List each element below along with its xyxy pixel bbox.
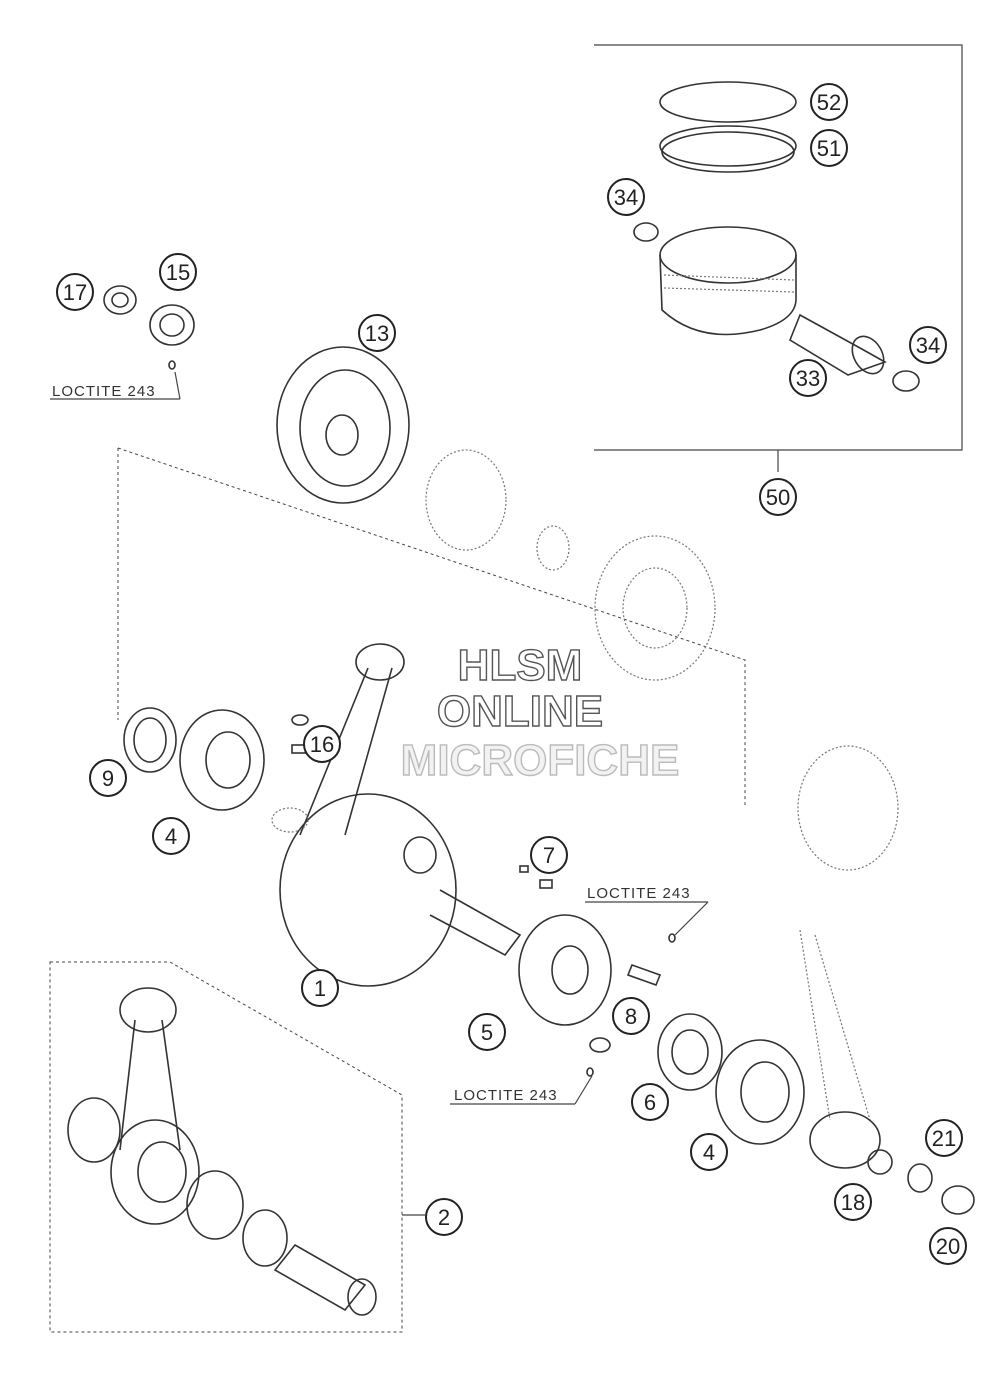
svg-text:21: 21 (932, 1126, 956, 1151)
svg-text:1: 1 (314, 976, 326, 1001)
svg-text:4: 4 (165, 824, 177, 849)
main-bearing-left (179, 709, 265, 811)
balancer-gear (276, 346, 716, 681)
shaft-seal (123, 707, 177, 773)
piston (659, 226, 797, 336)
thread-locker-drop (586, 1067, 594, 1077)
thread-locker-drop (168, 360, 176, 370)
main-bearing-right (715, 1039, 805, 1145)
svg-text:34: 34 (916, 333, 940, 358)
svg-text:16: 16 (310, 732, 334, 757)
svg-text:52: 52 (817, 90, 841, 115)
svg-text:9: 9 (102, 766, 114, 791)
watermark-line-1: HLSM (458, 641, 583, 690)
callout-18: 18 (834, 1183, 872, 1221)
svg-text:17: 17 (63, 280, 87, 305)
circlip (892, 370, 920, 392)
svg-text:33: 33 (796, 366, 820, 391)
svg-text:8: 8 (625, 1004, 637, 1029)
svg-text:34: 34 (614, 185, 638, 210)
piston-pin (789, 313, 887, 376)
svg-text:51: 51 (817, 136, 841, 161)
woodruff-key (539, 879, 553, 889)
washer-small (589, 1037, 611, 1053)
callout-6: 6 (631, 1083, 669, 1121)
washer (657, 1013, 723, 1091)
piston-kit-frame (594, 44, 963, 451)
loctite-note-right: LOCTITE 243 (587, 885, 691, 902)
svg-text:15: 15 (166, 260, 190, 285)
primary-gear (518, 914, 612, 1026)
circlip (633, 222, 659, 242)
callout-21: 21 (925, 1119, 963, 1157)
callout-15: 15 (159, 253, 197, 291)
loctite-note-bottom: LOCTITE 243 (454, 1087, 558, 1104)
callout-34-right: 34 (909, 326, 947, 364)
callout-13: 13 (358, 314, 396, 352)
crankshaft-assembly-frame (117, 447, 746, 805)
balancer-shaft (797, 745, 975, 1215)
piston-rings (659, 81, 797, 173)
svg-text:5: 5 (481, 1020, 493, 1045)
svg-text:50: 50 (766, 485, 790, 510)
callout-51: 51 (810, 129, 848, 167)
svg-text:4: 4 (703, 1140, 715, 1165)
callout-50: 50 (759, 478, 797, 516)
callout-1: 1 (301, 969, 339, 1007)
svg-text:7: 7 (543, 843, 555, 868)
watermark-line-3: MICROFICHE (401, 736, 680, 785)
svg-text:18: 18 (841, 1190, 865, 1215)
callout-9: 9 (89, 759, 127, 797)
callout-17: 17 (56, 273, 94, 311)
nut (103, 285, 137, 315)
callout-8: 8 (612, 997, 650, 1035)
conrod-kit-frame (49, 961, 403, 1333)
svg-text:13: 13 (365, 321, 389, 346)
callout-4-left: 4 (152, 817, 190, 855)
screw (626, 933, 676, 987)
bearing-small (149, 304, 195, 346)
callout-16: 16 (303, 725, 341, 763)
callout-2: 2 (425, 1198, 463, 1236)
callout-52: 52 (810, 83, 848, 121)
callout-33: 33 (789, 359, 827, 397)
svg-text:2: 2 (438, 1205, 450, 1230)
callout-34-left: 34 (607, 178, 645, 216)
loctite-note-top-left: LOCTITE 243 (52, 383, 156, 400)
callout-20: 20 (929, 1227, 967, 1265)
callout-4-right: 4 (690, 1133, 728, 1171)
svg-text:6: 6 (644, 1090, 656, 1115)
conrod-kit (67, 987, 377, 1316)
callout-7: 7 (530, 836, 568, 874)
svg-text:20: 20 (936, 1234, 960, 1259)
callout-5: 5 (468, 1013, 506, 1051)
watermark-line-2: ONLINE (437, 687, 603, 736)
